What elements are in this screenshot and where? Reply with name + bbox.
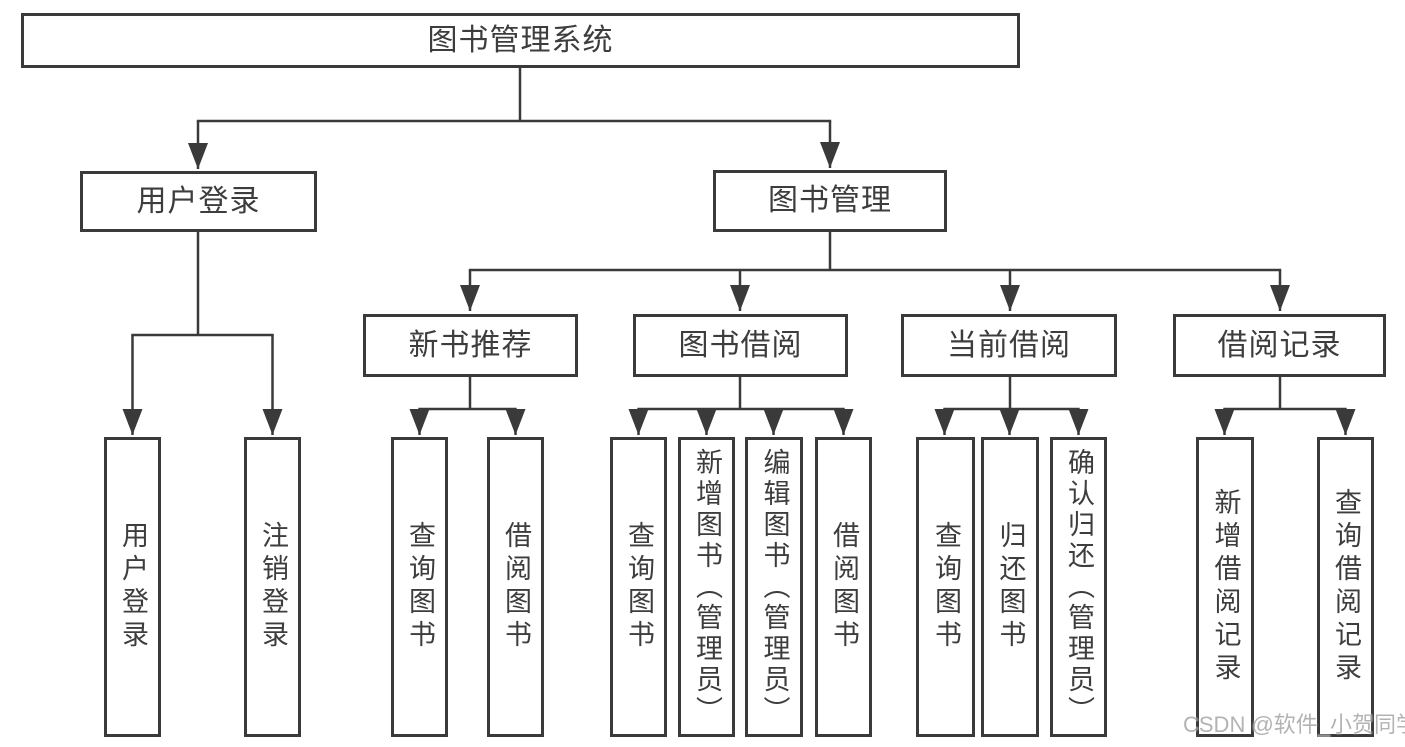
node-label: 当前借阅 <box>947 328 1071 362</box>
node-book-management: 图书管理 <box>713 170 947 232</box>
leaf-query-books-borrow: 查询图书 <box>610 437 667 737</box>
connector-user-login-children <box>122 232 283 435</box>
connector-book-borrow-children <box>628 377 854 435</box>
node-label: 图书管理 <box>768 184 892 217</box>
leaf-query-books-current: 查询图书 <box>916 437 975 737</box>
node-label: 借阅记录 <box>1217 328 1342 362</box>
leaf-user-login: 用户登录 <box>104 437 161 737</box>
leaf-label: 查询借阅记录 <box>1331 488 1361 686</box>
leaf-edit-books-admin: 编辑图书（管理员） <box>745 437 803 737</box>
leaf-label: 用户登录 <box>118 521 148 653</box>
leaf-query-books-recommend: 查询图书 <box>391 437 448 737</box>
leaf-label: 查询图书 <box>624 521 654 653</box>
leaf-label: 借阅图书 <box>501 521 531 653</box>
leaf-label: 确认归还（管理员） <box>1064 447 1094 727</box>
leaf-label: 编辑图书（管理员） <box>759 447 790 727</box>
leaf-logout: 注销登录 <box>244 437 301 737</box>
node-label: 用户登录 <box>136 184 261 218</box>
node-label: 图书借阅 <box>678 328 803 362</box>
leaf-add-books-admin: 新增图书（管理员） <box>678 437 735 737</box>
leaf-label: 查询图书 <box>931 521 961 653</box>
connector-borrow-records-children <box>1214 377 1356 435</box>
leaf-confirm-return-admin: 确认归还（管理员） <box>1050 437 1107 737</box>
leaf-label: 查询图书 <box>405 521 435 653</box>
connector-root-to-branches <box>188 68 840 169</box>
leaf-label: 新增图书（管理员） <box>692 447 722 727</box>
node-book-borrow: 图书借阅 <box>633 314 848 377</box>
leaf-add-borrow-record: 新增借阅记录 <box>1196 437 1254 737</box>
node-user-login: 用户登录 <box>80 171 317 232</box>
node-current-borrow: 当前借阅 <box>901 314 1117 377</box>
node-label: 图书管理系统 <box>427 23 614 57</box>
connector-book-management-children <box>460 232 1290 311</box>
leaf-borrow-books: 借阅图书 <box>815 437 872 737</box>
leaf-borrow-books-recommend: 借阅图书 <box>487 437 544 737</box>
leaf-label: 注销登录 <box>258 521 288 653</box>
connector-new-book-recommend-children <box>409 377 526 435</box>
leaf-label: 归还图书 <box>995 521 1026 653</box>
leaf-label: 新增借阅记录 <box>1210 488 1241 686</box>
node-new-book-recommend: 新书推荐 <box>363 314 578 377</box>
node-label: 新书推荐 <box>408 328 533 362</box>
connector-current-borrow-children <box>934 377 1089 435</box>
csdn-watermark: CSDN @软件_小贺同学 <box>1183 712 1405 737</box>
leaf-return-books: 归还图书 <box>981 437 1039 737</box>
node-library-management-system: 图书管理系统 <box>21 13 1020 68</box>
node-borrow-records: 借阅记录 <box>1173 314 1386 377</box>
leaf-label: 借阅图书 <box>829 521 859 653</box>
leaf-query-borrow-record: 查询借阅记录 <box>1317 437 1374 737</box>
